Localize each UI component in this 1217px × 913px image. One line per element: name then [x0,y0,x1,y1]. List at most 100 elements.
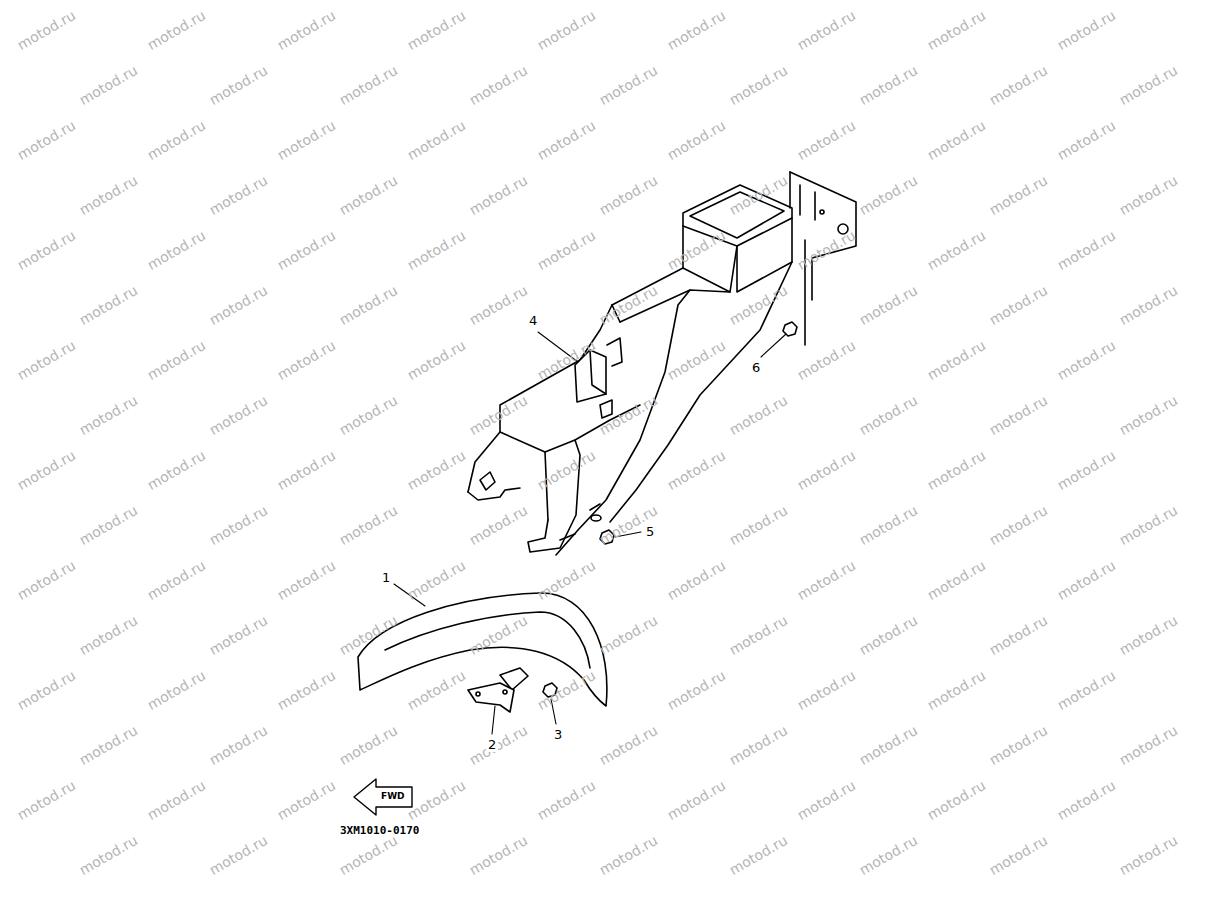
watermark: motod.ru [405,228,468,272]
watermark: motod.ru [987,833,1050,877]
watermark: motod.ru [467,833,530,877]
watermark: motod.ru [665,558,728,602]
watermark: motod.ru [337,63,400,107]
watermark: motod.ru [925,668,988,712]
watermark: motod.ru [337,833,400,877]
watermark: motod.ru [15,228,78,272]
watermark: motod.ru [145,118,208,162]
watermark: motod.ru [337,723,400,767]
watermark: motod.ru [15,118,78,162]
watermark: motod.ru [857,393,920,437]
watermark: motod.ru [275,448,338,492]
watermark: motod.ru [1117,173,1180,217]
watermark: motod.ru [597,723,660,767]
watermark: motod.ru [727,393,790,437]
watermark: motod.ru [1055,8,1118,52]
watermark: motod.ru [207,613,270,657]
watermark: motod.ru [1055,338,1118,382]
watermark: motod.ru [987,283,1050,327]
watermark: motod.ru [145,778,208,822]
watermark: motod.ru [925,228,988,272]
watermark: motod.ru [77,503,140,547]
callout-number: 1 [380,570,392,585]
watermark: motod.ru [15,558,78,602]
watermark: motod.ru [535,118,598,162]
watermark: motod.ru [405,448,468,492]
watermark: motod.ru [727,723,790,767]
watermark: motod.ru [405,668,468,712]
watermark: motod.ru [727,833,790,877]
watermark: motod.ru [535,778,598,822]
callout-number: 6 [750,360,762,375]
watermark: motod.ru [1117,63,1180,107]
watermark: motod.ru [727,63,790,107]
callout-number: 2 [486,737,498,752]
watermark: motod.ru [987,173,1050,217]
watermark: motod.ru [665,778,728,822]
watermark: motod.ru [665,228,728,272]
watermark: motod.ru [795,118,858,162]
watermark: motod.ru [15,338,78,382]
direction-label: FWD [381,792,405,801]
watermark: motod.ru [1055,228,1118,272]
watermark: motod.ru [665,668,728,712]
watermark: motod.ru [1055,668,1118,712]
callout-number: 3 [552,727,564,742]
leader-lines [394,332,786,734]
watermark: motod.ru [795,558,858,602]
watermark: motod.ru [597,833,660,877]
watermark: motod.ru [145,8,208,52]
watermark: motod.ru [275,228,338,272]
watermark: motod.ru [77,63,140,107]
watermark: motod.ru [1117,613,1180,657]
rear-fender [468,172,856,555]
watermark: motod.ru [275,668,338,712]
watermark: motod.ru [665,118,728,162]
watermark: motod.ru [337,503,400,547]
watermark: motod.ru [207,723,270,767]
watermark: motod.ru [1055,448,1118,492]
watermark: motod.ru [145,558,208,602]
watermark: motod.ru [15,668,78,712]
watermark: motod.ru [795,668,858,712]
watermark: motod.ru [987,503,1050,547]
watermark: motod.ru [337,393,400,437]
forward-arrow [354,779,412,815]
watermark: motod.ru [275,778,338,822]
watermark: motod.ru [727,613,790,657]
watermark: motod.ru [925,338,988,382]
watermark: motod.ru [597,393,660,437]
watermark: motod.ru [145,228,208,272]
watermark: motod.ru [857,173,920,217]
watermark: motod.ru [15,778,78,822]
watermark: motod.ru [467,173,530,217]
watermark: motod.ru [665,8,728,52]
watermark: motod.ru [405,558,468,602]
watermark: motod.ru [987,63,1050,107]
drawing-code: 3XM1010-0170 [338,824,421,837]
watermark: motod.ru [1055,118,1118,162]
watermark: motod.ru [987,393,1050,437]
watermark: motod.ru [405,8,468,52]
watermark: motod.ru [15,448,78,492]
watermark: motod.ru [1117,283,1180,327]
watermark: motod.ru [925,558,988,602]
watermark: motod.ru [275,8,338,52]
watermark: motod.ru [467,283,530,327]
watermark: motod.ru [337,283,400,327]
watermark: motod.ru [925,8,988,52]
watermark: motod.ru [405,338,468,382]
watermark: motod.ru [795,778,858,822]
watermark: motod.ru [535,228,598,272]
watermark: motod.ru [535,8,598,52]
watermark: motod.ru [857,283,920,327]
watermark: motod.ru [77,613,140,657]
watermark: motod.ru [77,723,140,767]
watermark: motod.ru [467,63,530,107]
watermark: motod.ru [1055,558,1118,602]
watermark: motod.ru [145,448,208,492]
watermark: motod.ru [77,283,140,327]
watermark: motod.ru [857,833,920,877]
watermark: motod.ru [207,503,270,547]
